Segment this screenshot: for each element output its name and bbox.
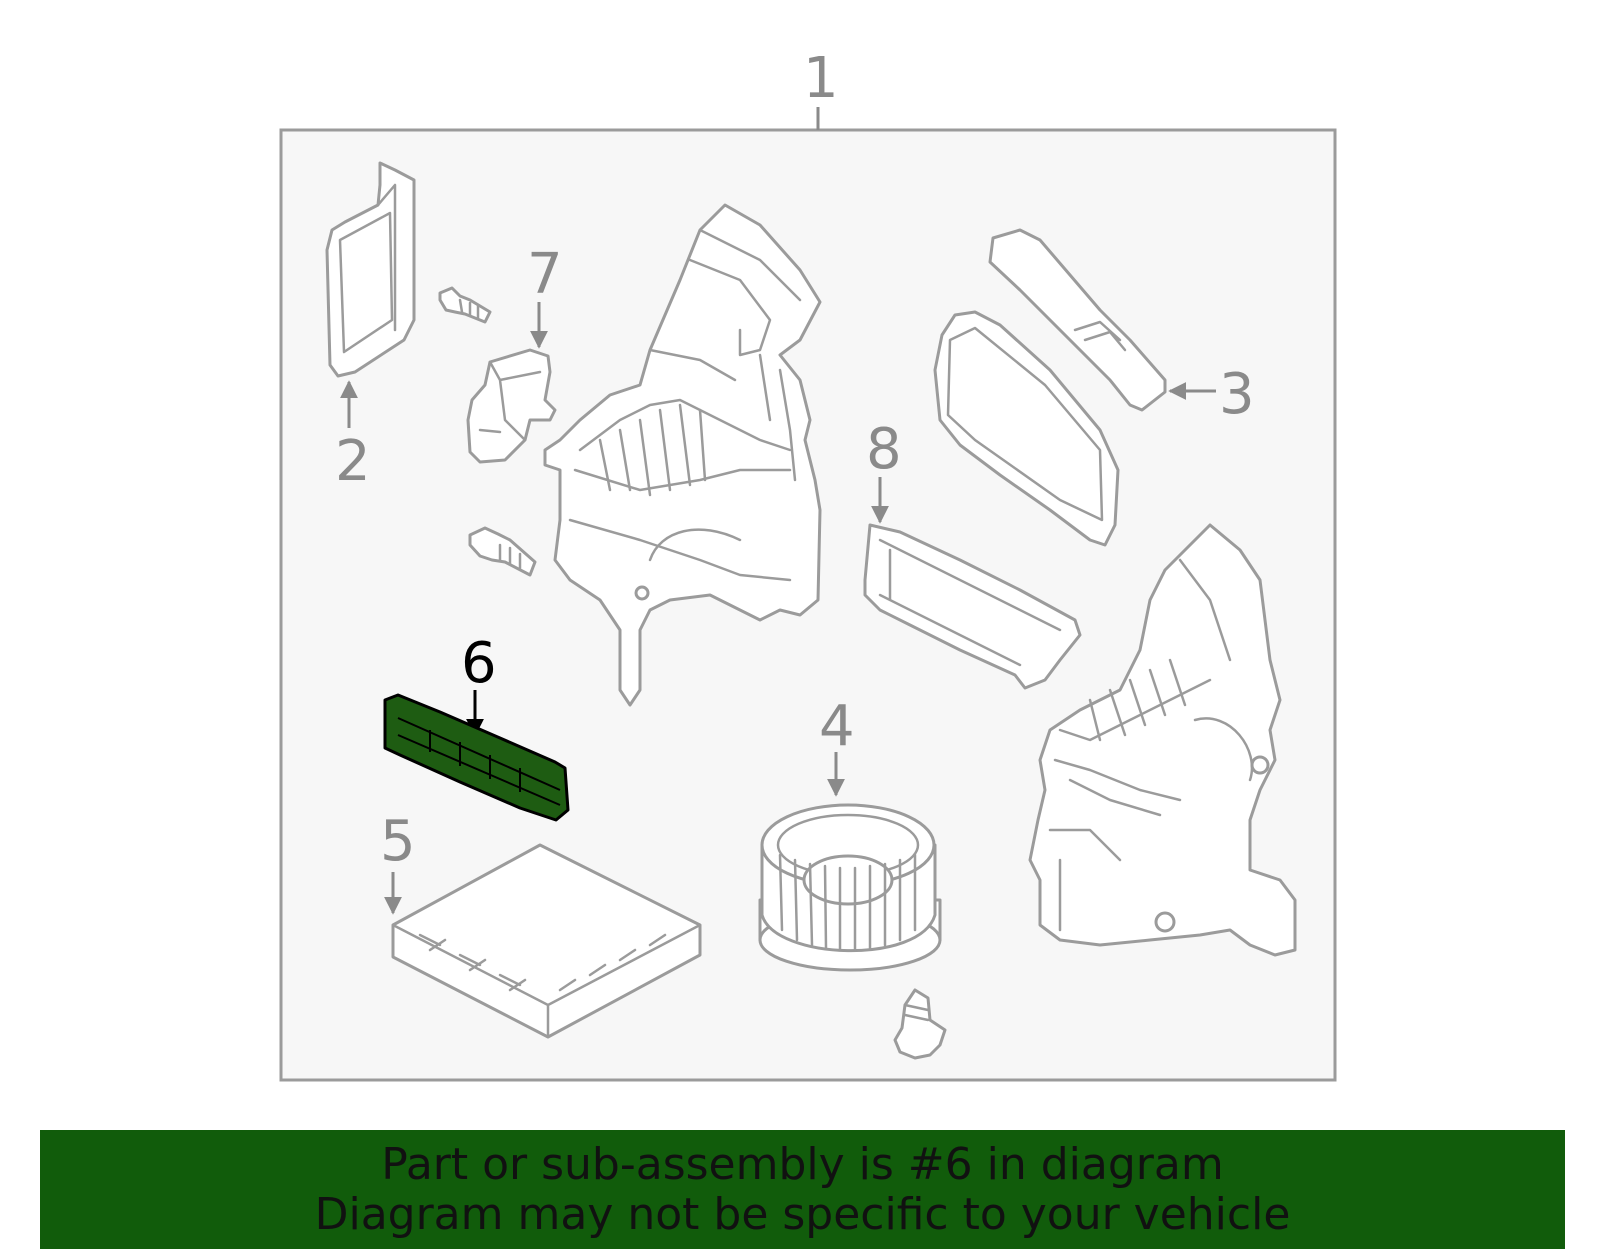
- callout-1: 1: [803, 46, 839, 111]
- screw-bottom: [893, 988, 947, 1060]
- part-4-blower: [758, 803, 942, 972]
- part-8-duct: [863, 523, 1082, 690]
- part-6-door: [383, 693, 570, 822]
- screw-middle: [468, 526, 537, 577]
- banner-line-2: Diagram may not be specific to your vehi…: [314, 1188, 1291, 1240]
- part-6-detail: [397, 717, 561, 806]
- banner-line-1: Part or sub-assembly is #6 in diagram: [381, 1138, 1224, 1190]
- right-housing: [1028, 523, 1297, 957]
- screw-upper: [438, 286, 492, 324]
- callout-3: 3: [1219, 362, 1255, 427]
- callout-7: 7: [527, 242, 563, 307]
- callout-4: 4: [819, 694, 855, 759]
- center-housing: [543, 203, 822, 707]
- part-5-filter: [391, 843, 702, 1039]
- callout-6: 6: [461, 631, 497, 696]
- filter-frame: [933, 310, 1120, 547]
- callout-2: 2: [335, 429, 371, 494]
- part-2-cover: [325, 161, 416, 378]
- part-7-actuator: [466, 348, 557, 464]
- callout-8: 8: [866, 417, 902, 482]
- callout-5: 5: [380, 809, 416, 874]
- info-banner: Part or sub-assembly is #6 in diagram Di…: [40, 1130, 1565, 1249]
- part-3-strip: [988, 228, 1167, 412]
